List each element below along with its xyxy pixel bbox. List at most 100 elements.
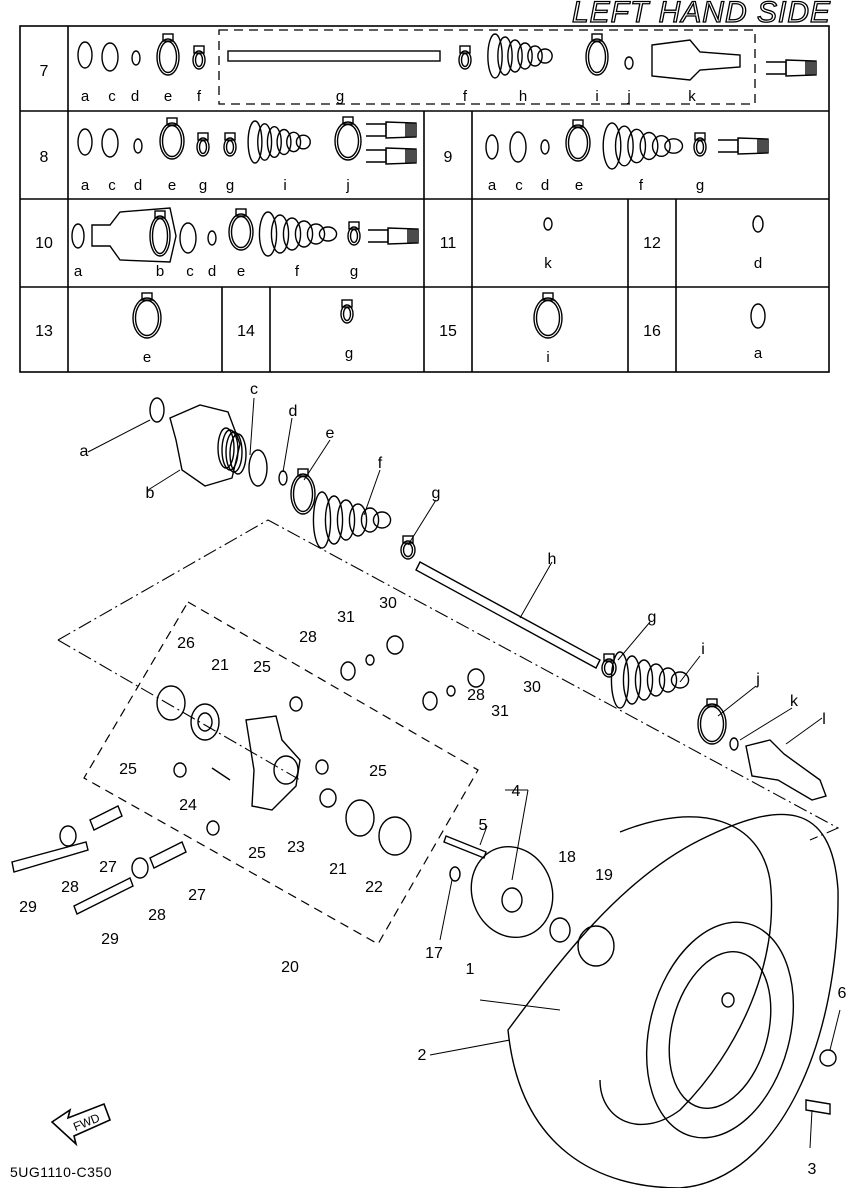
outer-joint-b: [169, 404, 241, 487]
kit9-clamp-e: [565, 124, 591, 162]
kit-7-letter-f: f: [463, 88, 468, 105]
kit7-joint-k: [651, 39, 741, 81]
part-number-23: 23: [287, 839, 305, 856]
kit-10-letter-f: f: [295, 263, 300, 280]
part-number-27: 27: [99, 859, 117, 876]
kit7-boot-h-fold: [517, 42, 533, 70]
exploded-label-l: l: [822, 711, 826, 728]
exploded-view: [11, 33, 841, 1189]
kit7-boot-h-fold: [497, 36, 513, 76]
kit-table: [19, 25, 830, 373]
exploded-label-i: i: [701, 641, 705, 658]
fwd-arrow: [50, 1102, 112, 1147]
kit7-clamp-f-buckle: [193, 45, 205, 54]
kit-7-letter-e: e: [164, 88, 172, 105]
kit9-boot-f-fold: [664, 138, 684, 154]
kit8-boot-i-fold: [257, 123, 273, 161]
exploded-boot-f-fold: [324, 495, 344, 545]
exploded-shaft-h: [415, 561, 601, 669]
kit8-clamp-g-buckle: [197, 132, 209, 141]
kit10-tool-shaft: [368, 229, 389, 243]
kit-16-letter-a: a: [754, 345, 763, 362]
kit-number-16: 16: [643, 323, 661, 340]
kit10-housing-b: [91, 207, 177, 263]
exploded-clip-k: [729, 737, 739, 751]
part-number-28: 28: [467, 687, 485, 704]
kit9-clamp-e-inner: [567, 126, 589, 160]
leader-line: [785, 717, 823, 745]
kit10-boot-f-fold: [294, 220, 314, 248]
kit-7-letter-f: f: [197, 88, 202, 105]
kit-9-letter-g: g: [696, 177, 704, 194]
kit10-boot-f-fold: [306, 223, 326, 245]
wheel-hub-center: [721, 992, 735, 1008]
kit8-clamp-g2: [223, 137, 237, 157]
kit-7-shaft-group-box: [218, 29, 756, 105]
kit7-clamp-f2-inner: [460, 52, 470, 68]
seal-22: [378, 816, 412, 856]
bush-25a: [289, 696, 303, 712]
kit14-clamp-g: [340, 304, 354, 324]
part-number-17: 17: [425, 945, 443, 962]
kit8-boot-i-fold: [247, 120, 263, 164]
exploded-label-j: j: [755, 671, 760, 688]
leader-line: [429, 1039, 511, 1056]
kit9-boot-f-fold: [639, 131, 659, 161]
kit10-ring-b-inner: [151, 217, 169, 255]
kit8-tool-2-shaft: [366, 149, 387, 163]
kit8-circlip-a: [77, 128, 93, 156]
exploded-clamp-e: [290, 473, 316, 515]
exploded-ring-c: [248, 449, 268, 487]
diagram-code: 5UG1110-C350: [10, 1164, 112, 1180]
part-number-21: 21: [329, 861, 347, 878]
kit-7-letter-j: j: [626, 88, 630, 105]
kit10-clip-d: [207, 230, 217, 246]
kit15-clamp-i-inner: [535, 299, 561, 337]
exploded-label-a: a: [80, 443, 89, 460]
exploded-label-b: b: [146, 485, 155, 502]
collar-27b: [149, 841, 187, 869]
kit7-clamp-f2-buckle: [459, 45, 471, 54]
bush-25b: [173, 762, 187, 778]
part-number-2: 2: [418, 1047, 427, 1064]
exploded-clip-d: [278, 470, 288, 486]
wheel-1-inner: [668, 951, 772, 1109]
kit-7-letter-h: h: [519, 88, 527, 105]
exploded-boot-i-fold: [646, 663, 666, 697]
kit7-circlip-a: [77, 41, 93, 69]
kit13-clamp-e-inner: [134, 299, 160, 337]
leader-line: [519, 561, 553, 619]
valve-3: [805, 1099, 831, 1115]
kit10-ring-b: [149, 215, 171, 257]
kit9-boot-f-fold: [627, 128, 647, 164]
kit-10-letter-e: e: [237, 263, 245, 280]
hub-4: [470, 845, 554, 939]
bearing-21: [190, 703, 220, 741]
part-number-25: 25: [369, 763, 387, 780]
kit7-clamp-f: [192, 50, 206, 70]
part-number-25: 25: [253, 659, 271, 676]
shaft-boundary-lower: [57, 639, 301, 781]
exploded-circlip-a: [149, 397, 165, 423]
leader-line: [147, 469, 181, 491]
knuckle-bore: [273, 755, 299, 785]
kit10-ring-b-buckle: [154, 210, 166, 219]
kit9-tool-body: [737, 137, 769, 155]
part-number-20: 20: [281, 959, 299, 976]
kit10-clamp-g: [347, 226, 361, 246]
kit-8-letter-e: e: [168, 177, 176, 194]
kit16-circlip-a: [750, 303, 766, 329]
kit9-tool-shaft: [718, 139, 739, 153]
part-number-4: 4: [512, 783, 521, 800]
kit9-clamp-g-inner: [695, 139, 705, 155]
part-number-28: 28: [299, 629, 317, 646]
washer-28b: [131, 857, 149, 879]
leader-line: [249, 397, 255, 456]
kit-13-letter-e: e: [143, 349, 151, 366]
kit-number-15: 15: [439, 323, 457, 340]
leader-line: [303, 439, 331, 481]
kit10-boot-f-fold: [318, 226, 338, 242]
kit8-clamp-j: [334, 121, 362, 161]
part-number-28: 28: [148, 907, 166, 924]
